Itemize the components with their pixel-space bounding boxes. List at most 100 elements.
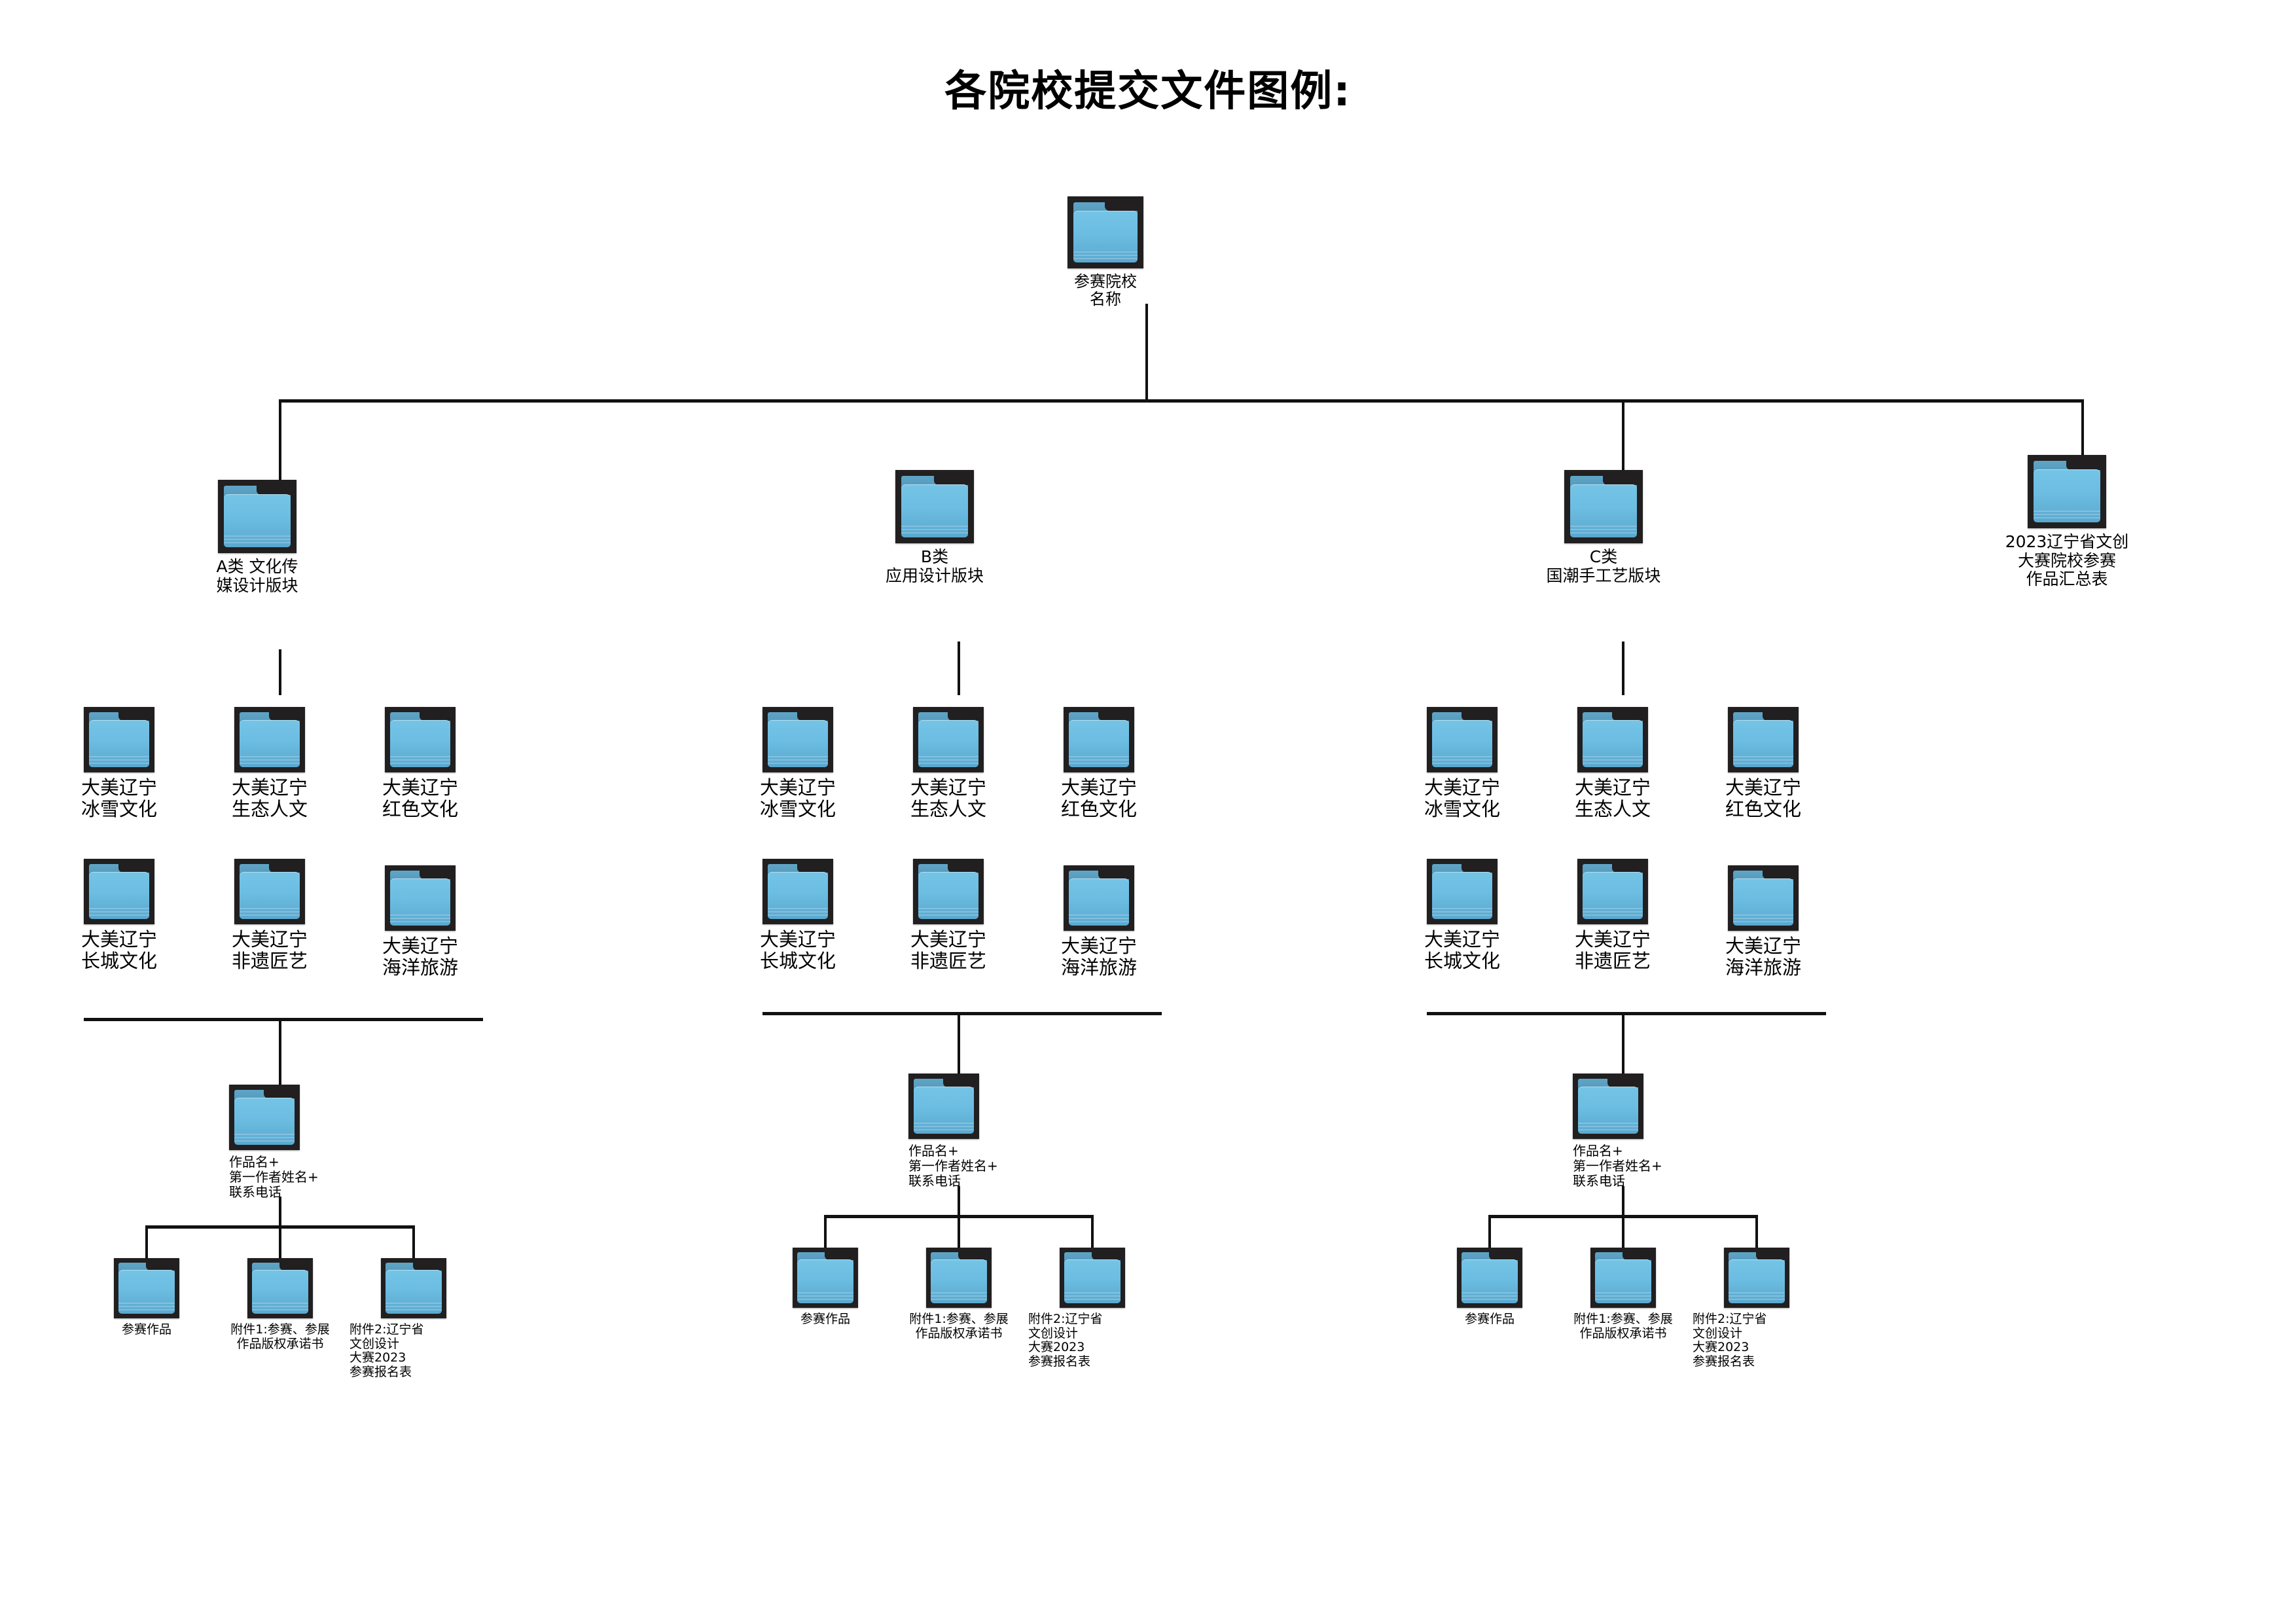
node-label: 大美辽宁 海洋旅游 xyxy=(1725,935,1801,979)
node-theme[interactable]: 大美辽宁 海洋旅游 xyxy=(382,865,490,979)
node-leaf[interactable]: 参赛作品 xyxy=(793,1248,917,1327)
node-theme[interactable]: 大美辽宁 海洋旅游 xyxy=(1061,865,1168,979)
node-work-folder[interactable]: 作品名+ 第一作者姓名+ 联系电话 xyxy=(229,1085,360,1199)
folder-icon xyxy=(114,1258,179,1318)
node-theme[interactable]: 大美辽宁 生态人文 xyxy=(232,707,339,820)
node-work-folder[interactable]: 作品名+ 第一作者姓名+ 联系电话 xyxy=(1573,1074,1704,1188)
connector-c-leaf-drop-3 xyxy=(1755,1215,1758,1249)
node-label: 作品名+ 第一作者姓名+ 联系电话 xyxy=(229,1154,319,1200)
folder-icon xyxy=(229,1085,300,1150)
folder-icon xyxy=(1728,707,1799,772)
node-theme[interactable]: 大美辽宁 长城文化 xyxy=(760,859,867,972)
node-theme[interactable]: 大美辽宁 生态人文 xyxy=(910,707,1018,820)
node-label: 大美辽宁 海洋旅游 xyxy=(382,935,458,979)
connector-b-leaf-drop-1 xyxy=(824,1215,827,1249)
node-root[interactable]: 参赛院校名称 xyxy=(1067,196,1185,309)
node-label: 附件2:辽宁省 文创设计 大赛2023 参赛报名表 xyxy=(1028,1312,1103,1369)
connector-drop-a xyxy=(279,399,281,481)
folder-icon xyxy=(913,707,984,772)
node-label: 大美辽宁 非遗匠艺 xyxy=(1574,928,1651,973)
connector-drop-c xyxy=(1622,399,1624,470)
node-label: 大美辽宁 海洋旅游 xyxy=(1060,935,1137,979)
folder-icon xyxy=(1067,196,1143,268)
connector-a-leaf-trunk xyxy=(279,1197,281,1244)
node-label: 参赛作品 xyxy=(121,1322,171,1337)
node-label: 大美辽宁 长城文化 xyxy=(1424,928,1500,973)
folder-icon xyxy=(84,707,154,772)
node-label: B类 应用设计版块 xyxy=(885,547,984,585)
node-label: 大美辽宁 红色文化 xyxy=(382,776,458,821)
folder-icon xyxy=(762,707,833,772)
node-label: 大美辽宁 冰雪文化 xyxy=(81,776,157,821)
folder-icon xyxy=(234,707,305,772)
folder-icon xyxy=(1573,1074,1643,1139)
folder-icon xyxy=(218,480,296,553)
folder-icon xyxy=(1724,1248,1789,1308)
node-label: 参赛院校名称 xyxy=(1074,272,1137,309)
node-label: 大美辽宁 生态人文 xyxy=(910,776,986,821)
node-category-c[interactable]: C类 国潮手工艺版块 xyxy=(1546,470,1715,585)
folder-icon xyxy=(1590,1248,1656,1308)
connector-c-grid-bus xyxy=(1427,1012,1826,1015)
node-leaf[interactable]: 附件1:参赛、参展 作品版权承诺书 xyxy=(909,1248,1064,1341)
node-category-summary[interactable]: 2023辽宁省文创 大赛院校参赛 作品汇总表 xyxy=(2005,455,2191,589)
folder-icon xyxy=(926,1248,992,1308)
folder-icon xyxy=(385,707,456,772)
node-label: 附件1:参赛、参展 作品版权承诺书 xyxy=(1573,1312,1673,1341)
folder-icon xyxy=(84,859,154,924)
connector-b-work-trunk xyxy=(958,1012,960,1077)
node-theme[interactable]: 大美辽宁 长城文化 xyxy=(1424,859,1532,972)
node-label: 附件1:参赛、参展 作品版权承诺书 xyxy=(909,1312,1009,1341)
node-theme[interactable]: 大美辽宁 生态人文 xyxy=(1575,707,1682,820)
node-leaf[interactable]: 附件2:辽宁省 文创设计 大赛2023 参赛报名表 xyxy=(1693,1248,1848,1369)
connector-a-grid-bus xyxy=(84,1018,483,1021)
folder-icon xyxy=(1728,865,1799,931)
node-leaf[interactable]: 附件1:参赛、参展 作品版权承诺书 xyxy=(1573,1248,1728,1341)
node-theme[interactable]: 大美辽宁 非遗匠艺 xyxy=(1575,859,1682,972)
folder-icon xyxy=(1457,1248,1522,1308)
folder-icon xyxy=(895,470,974,543)
connector-b-trunk xyxy=(958,641,960,695)
folder-icon xyxy=(793,1248,858,1308)
node-label: 大美辽宁 冰雪文化 xyxy=(759,776,836,821)
node-category-b[interactable]: B类 应用设计版块 xyxy=(886,470,1026,585)
folder-icon xyxy=(762,859,833,924)
folder-icon xyxy=(385,865,456,931)
connector-root-trunk xyxy=(1145,304,1148,401)
node-leaf[interactable]: 参赛作品 xyxy=(1457,1248,1581,1327)
node-label: A类 文化传 媒设计版块 xyxy=(216,557,298,595)
node-theme[interactable]: 大美辽宁 红色文化 xyxy=(1061,707,1168,820)
connector-b-leaf-drop-3 xyxy=(1091,1215,1094,1249)
page-title: 各院校提交文件图例: xyxy=(944,67,1352,116)
folder-icon xyxy=(1577,707,1648,772)
node-work-folder[interactable]: 作品名+ 第一作者姓名+ 联系电话 xyxy=(908,1074,1039,1188)
node-theme[interactable]: 大美辽宁 非遗匠艺 xyxy=(232,859,339,972)
node-category-a[interactable]: A类 文化传 媒设计版块 xyxy=(216,480,340,595)
node-leaf[interactable]: 附件2:辽宁省 文创设计 大赛2023 参赛报名表 xyxy=(1028,1248,1184,1369)
node-theme[interactable]: 大美辽宁 冰雪文化 xyxy=(1424,707,1532,820)
node-label: 附件1:参赛、参展 作品版权承诺书 xyxy=(230,1322,330,1351)
node-leaf[interactable]: 附件2:辽宁省 文创设计 大赛2023 参赛报名表 xyxy=(350,1258,505,1380)
connector-a-leaf-drop-1 xyxy=(145,1225,148,1259)
node-label: C类 国潮手工艺版块 xyxy=(1546,547,1661,585)
node-theme[interactable]: 大美辽宁 冰雪文化 xyxy=(760,707,867,820)
connector-c-leaf-drop-2 xyxy=(1622,1215,1624,1249)
connector-b-leaf-drop-2 xyxy=(958,1215,960,1249)
folder-icon xyxy=(1427,859,1498,924)
node-leaf[interactable]: 附件1:参赛、参展 作品版权承诺书 xyxy=(230,1258,385,1351)
node-theme[interactable]: 大美辽宁 冰雪文化 xyxy=(81,707,188,820)
node-label: 大美辽宁 非遗匠艺 xyxy=(231,928,308,973)
node-label: 附件2:辽宁省 文创设计 大赛2023 参赛报名表 xyxy=(350,1322,424,1379)
folder-icon xyxy=(908,1074,979,1139)
connector-c-work-trunk xyxy=(1622,1012,1624,1077)
node-label: 大美辽宁 冰雪文化 xyxy=(1424,776,1500,821)
folder-icon xyxy=(247,1258,313,1318)
node-theme[interactable]: 大美辽宁 红色文化 xyxy=(382,707,490,820)
node-theme[interactable]: 大美辽宁 非遗匠艺 xyxy=(910,859,1018,972)
node-theme[interactable]: 大美辽宁 长城文化 xyxy=(81,859,188,972)
node-leaf[interactable]: 参赛作品 xyxy=(114,1258,238,1337)
node-theme[interactable]: 大美辽宁 红色文化 xyxy=(1725,707,1833,820)
node-label: 大美辽宁 红色文化 xyxy=(1060,776,1137,821)
node-theme[interactable]: 大美辽宁 海洋旅游 xyxy=(1725,865,1833,979)
